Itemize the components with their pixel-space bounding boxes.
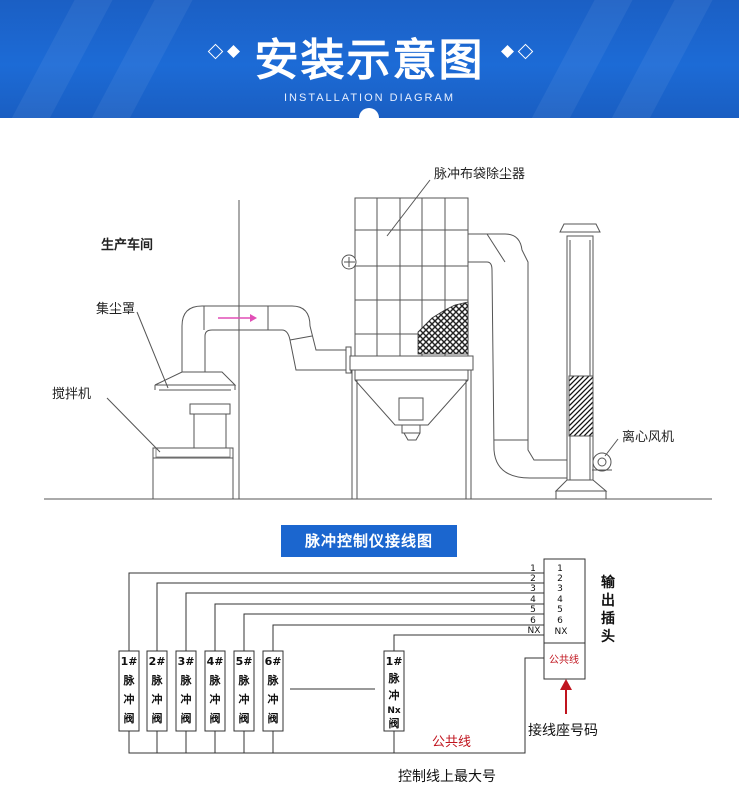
valve-label: 1# [121,655,138,668]
valve-label: 冲 [389,688,400,702]
pulse-valve-1 [118,650,140,732]
valve-label: 脉 [123,673,136,687]
output-plug-label: 出 [601,592,615,609]
valve-label: 脉 [388,671,401,685]
max-number-label: 控制线上最大号 [398,769,496,785]
label-baghouse: 脉冲布袋除尘器 [434,167,525,182]
valve-label: 阀 [124,711,135,725]
output-plug-label: 插 [601,610,615,627]
terminal-label: 1 [557,564,563,574]
valve-label: 脉 [180,673,193,687]
valve-label: 冲 [124,692,135,706]
valve-label: 冲 [268,692,279,706]
valve-label: 脉 [238,673,251,687]
valve-label: 5# [236,655,253,668]
terminal-label: 4 [557,595,563,605]
valve-label: 脉 [151,673,164,687]
wire-label: 6 [530,616,536,626]
terminal-label: 6 [557,616,563,626]
terminal-label: NX [555,627,568,637]
valve-label: 冲 [181,692,192,706]
common-wire-label: 公共线 [432,735,471,750]
valve-label: 阀 [389,716,400,730]
header-banner: 安装示意图 INSTALLATION DIAGRAM [0,0,739,118]
socket-code-label: 接线座号码 [528,722,598,739]
output-plug-label: 输 [601,574,616,591]
wire-label: 4 [530,595,536,605]
valve-label: 脉 [267,673,280,687]
chimney [566,235,594,492]
pulse-valve-4 [204,650,226,732]
pulse-valve-2 [146,650,168,732]
valve-label: Nx [387,706,401,716]
valve-label: 6# [265,655,282,668]
valve-label: 阀 [210,711,221,725]
valve-label: 4# [207,655,224,668]
label-mixer: 搅拌机 [52,386,91,402]
pulse-valve-3 [175,650,197,732]
wire-label: NX [528,626,541,636]
valve-label: 3# [178,655,195,668]
valve-label: 阀 [268,711,279,725]
valve-label: 阀 [152,711,163,725]
terminal-block [543,558,586,680]
valve-label: 脉 [209,673,222,687]
label-hood: 集尘罩 [96,301,135,317]
page-subtitle: INSTALLATION DIAGRAM [283,92,455,104]
wire-label: 5 [530,605,536,615]
pulse-valve-6 [262,650,284,732]
terminal-label: 5 [557,605,563,615]
label-workshop: 生产车间 [101,237,153,253]
valve-label: 阀 [181,711,192,725]
wire-label: 1 [530,564,536,574]
valve-label: 1# [386,655,403,668]
label-fan: 离心风机 [622,429,674,445]
banner-notch [359,108,379,128]
wiring-diagram-title: 脉冲控制仪接线图 [281,525,457,557]
wire-label: 2 [530,574,536,584]
valve-label: 冲 [210,692,221,706]
pulse-valve-nx [383,650,405,732]
valve-label: 冲 [239,692,250,706]
terminal-label: 3 [557,584,563,594]
pulse-valve-5 [233,650,255,732]
valve-label: 2# [149,655,166,668]
terminal-label: 2 [557,574,563,584]
output-plug-label: 头 [601,628,615,645]
valve-label: 阀 [239,711,250,725]
page-title: 安装示意图 [254,35,485,86]
up-arrow-icon [560,679,572,690]
valve-label: 冲 [152,692,163,706]
terminal-common-label: 公共线 [549,653,579,666]
wire-label: 3 [530,584,536,594]
